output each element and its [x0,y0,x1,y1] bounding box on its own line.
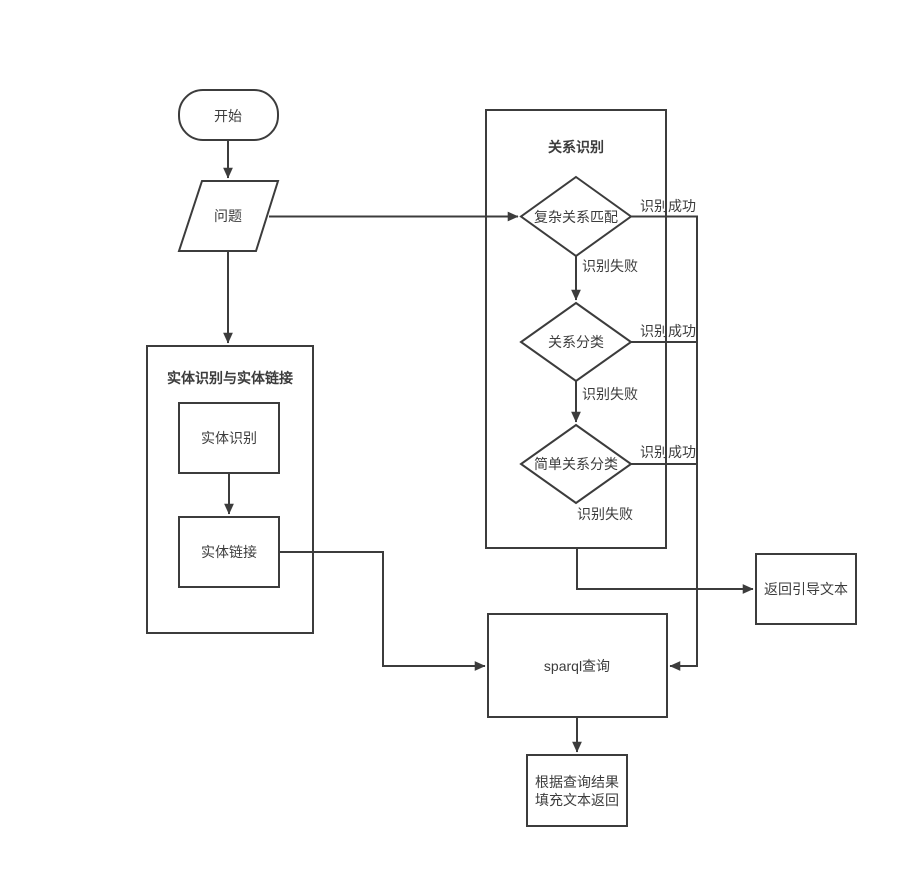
fill-text-return-label-line2: 填充文本返回 [535,792,619,808]
start-label: 开始 [214,108,242,124]
sparql-query-label: sparql查询 [544,658,610,674]
d3-fail-edge-label: 识别失败 [577,506,633,522]
question-node [177,180,280,252]
entity-group-title: 实体识别与实体链接 [167,370,293,386]
entity-recognition-node [178,402,280,474]
fill-text-return-node [526,754,628,827]
entity-linking-node [178,516,280,588]
return-guide-text-node [755,553,857,625]
sparql-query-node [487,613,668,718]
return-guide-text-label: 返回引导文本 [764,581,848,597]
d1-fail-edge-label: 识别失败 [582,258,638,274]
edge-entity-linking-to-sparql [279,551,486,671]
d2-success-edge-label: 识别成功 [640,323,696,339]
d3-success-edge-label: 识别成功 [640,444,696,460]
edge-relation-group-fail-to-return-guide [576,548,754,594]
entity-recognition-label: 实体识别 [201,430,257,446]
complex-relation-matching-label: 复杂关系匹配 [534,209,618,225]
question-label: 问题 [214,208,242,224]
simple-relation-classification-label: 简单关系分类 [534,456,618,472]
relation-group-title: 关系识别 [548,139,604,155]
d1-success-edge-label: 识别成功 [640,198,696,214]
relation-classification-label: 关系分类 [548,334,604,350]
fill-text-return-label-line1: 根据查询结果 [535,774,619,790]
entity-linking-label: 实体链接 [201,544,257,560]
edge-d1-success-to-sparql [631,215,698,671]
d2-fail-edge-label: 识别失败 [582,386,638,402]
simple-relation-classification-decision [519,423,633,505]
